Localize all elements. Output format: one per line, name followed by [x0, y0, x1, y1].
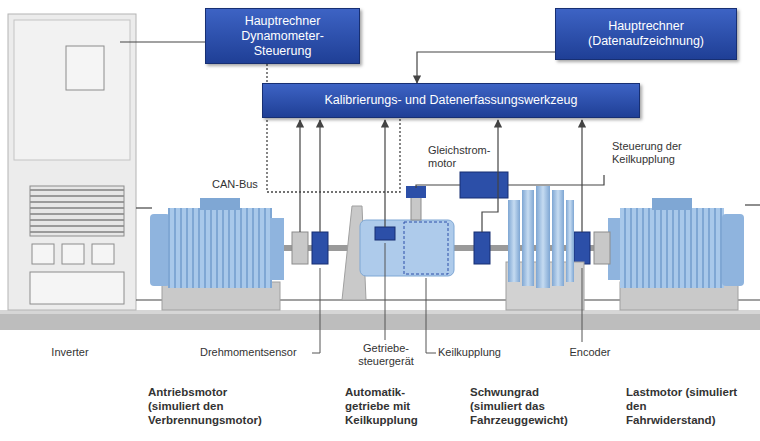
- clutch-control-line: [508, 175, 604, 185]
- part-label: Steuerung der Keilkupplung: [612, 140, 704, 166]
- part-label: Inverter: [40, 346, 100, 359]
- leader-line: [312, 243, 582, 353]
- data-line: [417, 52, 555, 83]
- part-label: Keilkupplung: [438, 346, 518, 359]
- part-label: Encoder: [560, 346, 620, 359]
- dc-motor-wire: [416, 185, 460, 188]
- flywheel: [506, 186, 584, 310]
- drive-motor: [150, 198, 284, 310]
- component-caption: Lastmotor (simuliert den Fahrwiderstand): [626, 386, 738, 427]
- component-caption: Schwungrad (simuliert das Fahrzeuggewich…: [470, 386, 584, 427]
- base-rail: [0, 310, 760, 330]
- component-caption: Automatik- getriebe mit Keilkupplung: [345, 386, 437, 427]
- base-rail-top: [0, 310, 760, 314]
- box-title: Hauptrechner (Datenaufzeichnung): [564, 19, 728, 49]
- computer-box: Kalibrierungs- und Datenerfassungswerkze…: [262, 83, 640, 118]
- inverter-cabinet: [8, 14, 136, 310]
- signal-line: [300, 120, 582, 232]
- component-caption: Antriebsmotor (simuliert den Verbrennung…: [148, 386, 273, 427]
- part-label: CAN-Bus: [212, 178, 266, 191]
- dc-motor: [460, 172, 508, 198]
- computer-box: Hauptrechner (Datenaufzeichnung): [555, 8, 737, 60]
- box-title: Kalibrierungs- und Datenerfassungswerkze…: [325, 93, 578, 108]
- part-label: Gleichstrom- motor: [428, 144, 504, 170]
- automatic-transmission: [342, 186, 454, 300]
- power-wire: [120, 42, 760, 300]
- box-title: Hauptrechner Dynamometer-Steuerung: [214, 14, 351, 59]
- load-motor: [608, 198, 744, 310]
- part-label: Getriebe- steuergerät: [353, 342, 419, 368]
- part-label: Drehmomentsensor: [200, 346, 310, 359]
- computer-box: Hauptrechner Dynamometer-Steuerung: [205, 8, 360, 64]
